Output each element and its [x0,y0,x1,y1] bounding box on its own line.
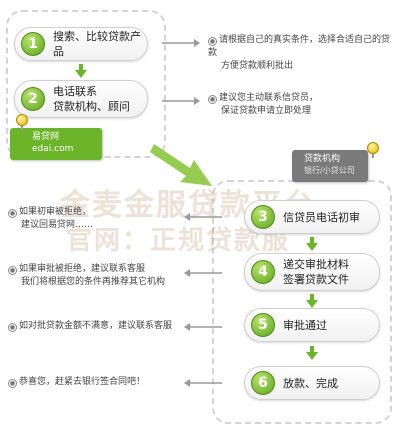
step-6-number: 6 [251,371,275,395]
step-3-number: 3 [251,205,275,229]
arrow-down-icon [310,294,314,300]
arrow-right-icon [162,39,200,47]
step-4-label-line: 递交审批材料 [283,258,349,271]
step-1-label-line: 搜索、比较贷款产品 [53,30,141,58]
arrow-down-icon [310,237,314,243]
note-step-4-line: 如果审批被拒绝，建议联系客服 [19,264,146,274]
note-step-1-line: 方便贷款顺利批出 [221,61,294,71]
info-icon: ● [208,37,217,46]
pin-icon [367,142,379,154]
step-4-box: 4 递交审批材料 签署贷款文件 [244,253,380,291]
step-4-number: 4 [251,260,275,284]
note-step-4-line: 我们将根据您的条件再推荐其它机构 [21,277,166,287]
arrow-left-icon [184,323,222,331]
arrow-left-icon [184,213,222,221]
note-step-2-line: 建议您主动联系信贷员， [219,93,319,103]
arrow-right-icon [162,97,200,105]
step-1-number: 1 [21,32,45,56]
arrow-down-icon [306,300,318,308]
note-step-2: ●建议您主动联系信贷员， 保证贷款申请立即处理 [208,92,398,118]
arrow-left-icon [184,269,222,277]
note-step-5: ●如对批贷款金额不满意，建议联系客服 [8,320,178,333]
step-5-box: 5 审批通过 [244,308,380,342]
arrow-diagonal-icon [150,144,212,186]
step-1-label: 搜索、比较贷款产品 [53,29,147,59]
step-3-label: 信贷员电话初审 [283,210,360,225]
note-step-6: ●恭喜您，赶紧去银行签合同吧！ [8,376,178,389]
step-2-label-line: 电话联系 [53,85,97,98]
step-2-label: 电话联系 贷款机构、顾问 [53,84,130,114]
step-6-label: 放款、完成 [283,376,338,391]
step-4-label-line: 签署贷款文件 [283,273,349,286]
info-icon: ● [8,266,17,275]
pin-icon [372,150,374,158]
pin-icon [21,122,23,130]
note-step-2-line: 保证贷款申请立即处理 [221,106,312,116]
pin-icon [16,114,28,126]
info-icon: ● [208,95,217,104]
arrow-down-icon [79,64,83,70]
bank-tag-name: 贷款机构 [304,154,341,164]
arrow-left-icon [184,379,222,387]
edai-tag-name: 易贷网 [32,132,60,142]
edai-tag: 易贷网 edai.com [10,128,102,160]
info-icon: ● [8,323,17,332]
step-6-box: 6 放款、完成 [244,366,380,400]
note-step-3-line: 如果初审被拒绝， [19,207,92,217]
step-4-label: 递交审批材料 签署贷款文件 [283,257,349,287]
note-step-3: ●如果初审被拒绝， 建议回易贷网…… [8,206,178,232]
step-5-number: 5 [251,313,275,337]
step-2-box: 2 电话联系 贷款机构、顾问 [14,80,148,118]
note-step-3-line: 建议回易贷网…… [21,220,94,230]
arrow-down-icon [306,243,318,251]
edai-tag-domain: edai.com [32,144,74,154]
step-5-label: 审批通过 [283,318,327,333]
info-icon: ● [8,379,17,388]
arrow-down-icon [310,346,314,352]
arrow-down-icon [306,352,318,360]
step-3-box: 3 信贷员电话初审 [244,200,380,234]
info-icon: ● [8,209,17,218]
note-step-6-line: 恭喜您，赶紧去银行签合同吧！ [19,377,146,387]
step-3-label-line: 信贷员电话初审 [283,210,360,224]
note-step-4: ●如果审批被拒绝，建议联系客服 我们将根据您的条件再推荐其它机构 [8,263,178,289]
note-step-5-line: 如对批贷款金额不满意，建议联系客服 [19,321,173,331]
step-2-number: 2 [21,87,45,111]
step-1-box: 1 搜索、比较贷款产品 [14,27,148,61]
step-5-label-line: 审批通过 [283,318,327,332]
step-2-label-line: 贷款机构、顾问 [53,100,130,113]
bank-tag: 贷款机构 银行/小贷公司 [292,150,368,182]
note-step-1: ●请根据自己的真实条件，选择合适自己的贷款 方便贷款顺利批出 [208,34,398,73]
arrow-down-icon [75,70,87,78]
step-6-label-line: 放款、完成 [283,376,338,390]
note-step-1-line: 请根据自己的真实条件，选择合适自己的贷款 [208,35,391,58]
bank-tag-subtitle: 银行/小贷公司 [304,166,355,175]
